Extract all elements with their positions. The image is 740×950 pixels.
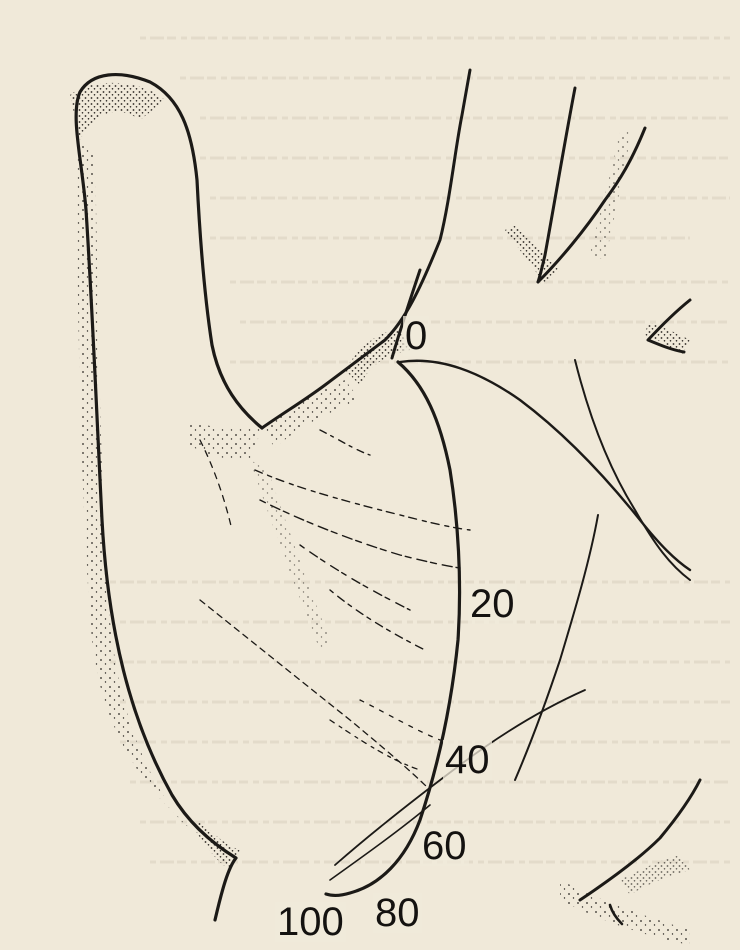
thumb-mound-creases (200, 430, 470, 790)
palm-lines (326, 360, 690, 895)
crossing-line-lower (330, 805, 430, 880)
age-marker-40: 40 (443, 740, 492, 780)
age-marker-20: 20 (468, 584, 517, 624)
life-line (326, 362, 460, 895)
age-marker-60: 60 (420, 826, 469, 866)
fate-line (515, 515, 598, 780)
head-line (400, 361, 690, 570)
age-marker-0: 0 (403, 316, 429, 356)
thumb-outline (76, 75, 262, 920)
age-marker-80: 80 (373, 893, 422, 933)
age-marker-100: 100 (275, 902, 346, 942)
